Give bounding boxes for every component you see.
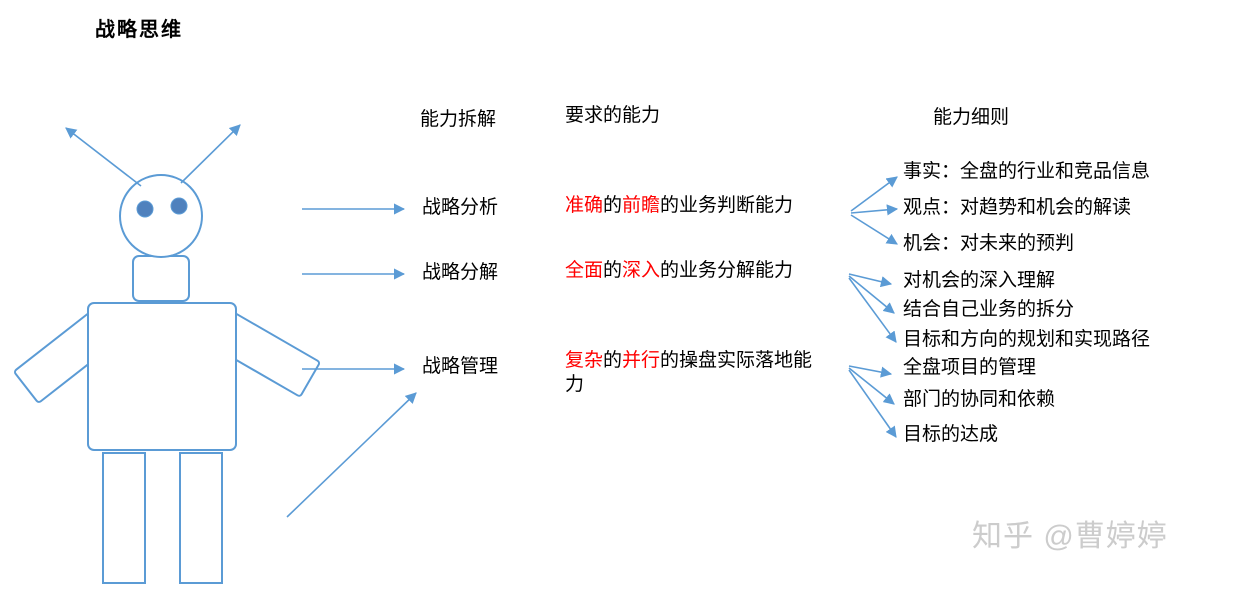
detail-item-viewpoints: 观点：对趋势和机会的解读	[903, 197, 1132, 218]
detail-item-coordination: 部门的协同和依赖	[903, 389, 1056, 410]
ability-decompose: 战略分解	[422, 262, 499, 283]
fan2-arrow-1	[848, 273, 893, 288]
detail-item-planning: 目标和方向的规划和实现路径	[903, 329, 1151, 350]
robot-right-eye	[170, 197, 188, 215]
robot-left-antenna-arrow	[65, 127, 142, 187]
fan3-arrow-2	[848, 367, 895, 405]
detail-item-split: 结合自己业务的拆分	[903, 299, 1075, 320]
emphasis-text: 全面	[565, 260, 604, 281]
column-header-required: 要求的能力	[565, 105, 661, 126]
detail-item-goal-achievement: 目标的达成	[903, 424, 999, 445]
fan1-arrow-2	[850, 204, 899, 216]
plain-text: 的	[603, 260, 623, 281]
required-ability-manage: 复杂的并行的操盘实际落地能力	[565, 349, 817, 397]
detail-item-opportunities: 机会：对未来的预判	[903, 233, 1075, 254]
robot-right-antenna-arrow	[180, 124, 241, 184]
required-ability-analysis: 准确的前瞻的业务判断能力	[565, 194, 793, 218]
fan2-arrow-2	[848, 275, 895, 314]
ability-manage: 战略管理	[422, 356, 499, 377]
column-header-breakdown: 能力拆解	[420, 109, 497, 130]
fan3-arrow-3	[848, 369, 897, 438]
fan3-arrow-1	[848, 365, 893, 378]
ability-analysis: 战略分析	[422, 197, 499, 218]
robot-right-leg	[179, 452, 223, 584]
fan2-arrow-3	[848, 277, 897, 343]
robot-body	[87, 302, 237, 451]
emphasis-text: 前瞻	[622, 195, 661, 216]
column-header-detail: 能力细则	[933, 107, 1010, 128]
plain-text: 的操盘实际落地能力	[565, 350, 813, 395]
detail-fan-arrows	[848, 176, 899, 438]
robot-head	[119, 174, 203, 258]
ability-arrows	[286, 203, 417, 518]
watermark: 知乎 @曹婷婷	[972, 520, 1168, 553]
detail-item-understanding: 对机会的深入理解	[903, 270, 1056, 291]
emphasis-text: 并行	[622, 350, 661, 371]
emphasis-text: 复杂	[565, 350, 604, 371]
detail-item-project-management: 全盘项目的管理	[903, 357, 1037, 378]
plain-text: 的	[603, 350, 623, 371]
plain-text: 的业务判断能力	[660, 195, 794, 216]
required-ability-decompose: 全面的深入的业务分解能力	[565, 259, 793, 283]
robot-left-eye	[136, 200, 154, 218]
robot-figure	[14, 124, 320, 584]
robot-left-leg	[102, 452, 146, 584]
page-title: 战略思维	[95, 19, 183, 41]
robot-neck	[132, 255, 190, 302]
emphasis-text: 准确	[565, 195, 604, 216]
emphasis-text: 深入	[622, 260, 661, 281]
fan1-arrow-1	[850, 176, 898, 212]
fan1-arrow-3	[850, 214, 898, 245]
detail-item-facts: 事实：全盘的行业和竞品信息	[903, 161, 1151, 182]
plain-text: 的	[603, 195, 623, 216]
plain-text: 的业务分解能力	[660, 260, 794, 281]
arrow-diagonal	[286, 392, 417, 518]
